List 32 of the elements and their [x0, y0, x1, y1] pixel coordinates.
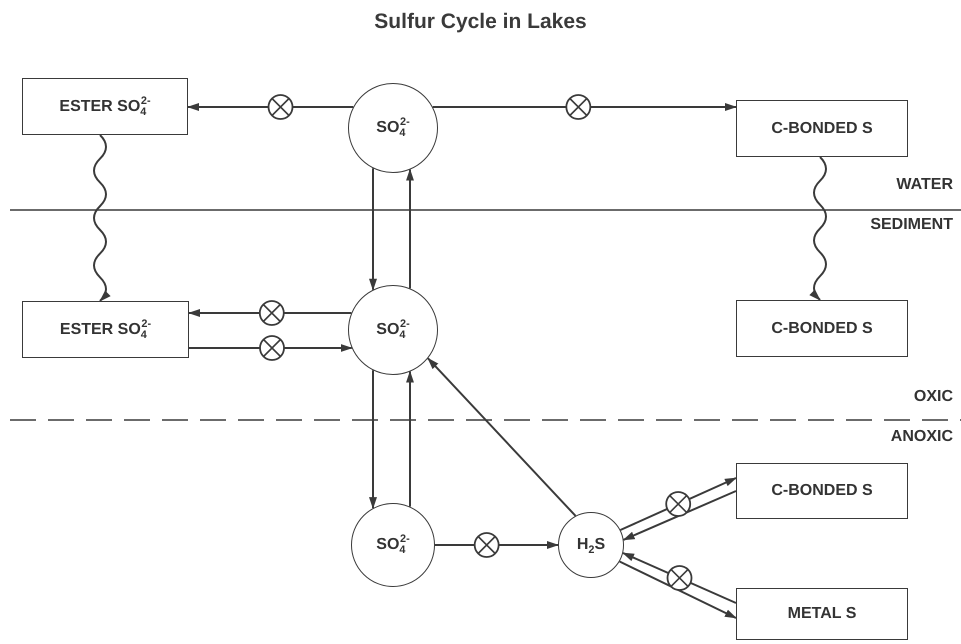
zone-label: SEDIMENT: [870, 216, 953, 234]
arrow: [189, 344, 353, 352]
arrow: [369, 370, 377, 510]
node-label: C-BONDED S: [771, 320, 873, 338]
arrow: [188, 309, 352, 317]
node-label: METAL S: [788, 605, 856, 623]
zone-label: ANOXIC: [890, 428, 953, 446]
node-label: C-BONDED S: [771, 120, 873, 138]
arrow: [619, 560, 737, 619]
arrow: [435, 541, 559, 549]
arrow: [622, 490, 736, 541]
compartment-box: [22, 78, 188, 135]
compartment-box: [22, 301, 189, 358]
arrow: [187, 103, 354, 111]
zone-label: WATER: [896, 176, 953, 194]
arrow: [406, 370, 414, 507]
node-label: C-BONDED S: [771, 482, 873, 500]
arrow: [427, 358, 576, 517]
zone-label: OXIC: [914, 388, 953, 406]
arrow: [622, 552, 736, 604]
arrow: [810, 156, 827, 301]
arrow: [620, 477, 737, 531]
compartment-box: [736, 588, 908, 640]
arrow: [93, 134, 110, 302]
arrow: [369, 168, 377, 291]
compartment-box: [736, 100, 908, 157]
compartment-box: [736, 300, 908, 357]
arrow: [406, 168, 414, 288]
diagram-title: Sulfur Cycle in Lakes: [373, 10, 588, 34]
compartment-box: [736, 463, 908, 519]
node-label: H$_{2}$S: [576, 536, 606, 554]
arrow: [432, 103, 737, 111]
